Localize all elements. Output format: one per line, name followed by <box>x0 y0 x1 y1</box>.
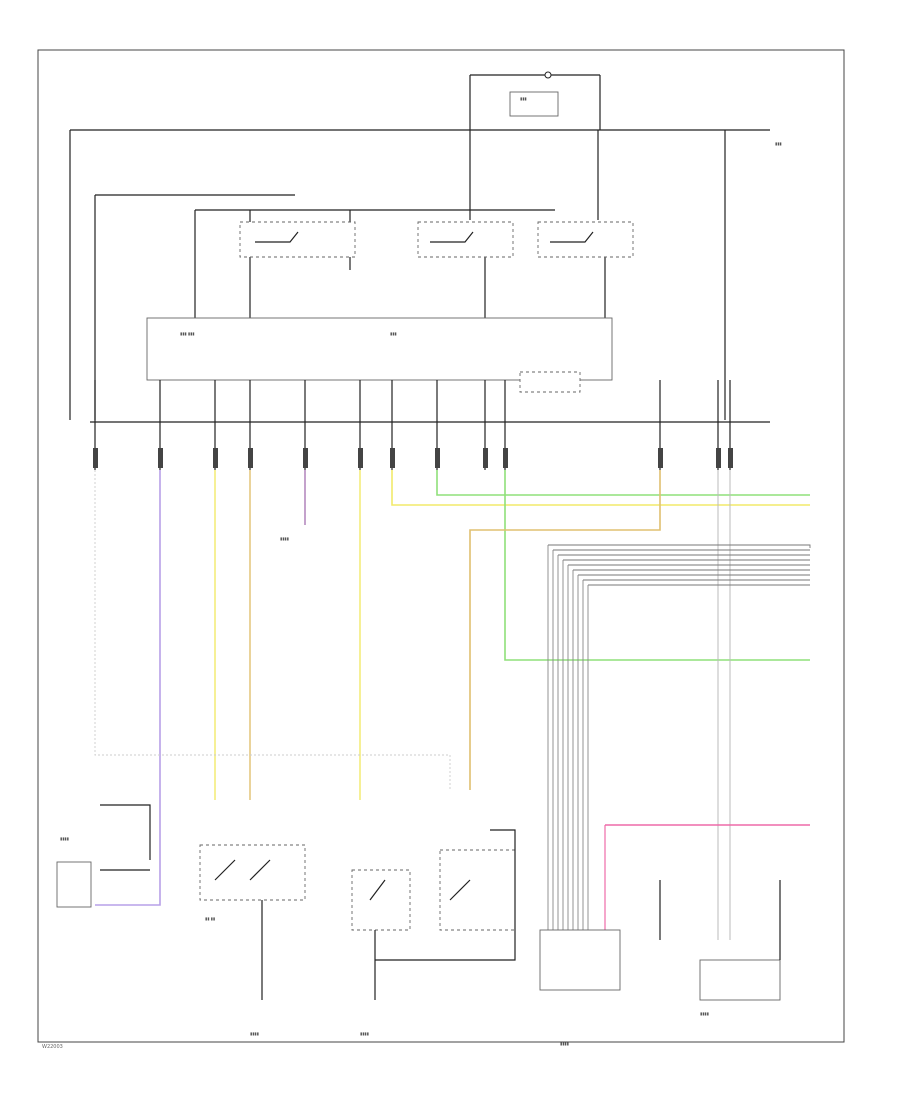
tiny-labels: ▮▮▮ ▮▮▮ ▮▮▮ ▮▮▮ ▮▮▮ ▮▮▮▮ ▮▮▮▮ ▮▮ ▮▮ ▮▮▮▮… <box>60 96 782 1046</box>
svg-text:▮▮▮: ▮▮▮ <box>520 96 527 101</box>
sensor-bottom-left <box>56 861 92 908</box>
svg-text:▮▮▮: ▮▮▮ <box>775 141 782 146</box>
svg-text:▮▮▮▮: ▮▮▮▮ <box>360 1031 369 1036</box>
svg-text:▮▮▮▮: ▮▮▮▮ <box>250 1031 259 1036</box>
svg-text:▮▮ ▮▮: ▮▮ ▮▮ <box>205 916 215 921</box>
diagram-frame <box>37 49 845 1043</box>
relay-switch-group <box>239 221 634 258</box>
central-control-module <box>146 317 613 381</box>
door-switch-pair <box>199 844 306 901</box>
diagram-ref-code: W22003 <box>42 1044 63 1050</box>
module-sub-block <box>519 371 581 393</box>
center-switch <box>351 869 411 931</box>
svg-text:▮▮▮: ▮▮▮ <box>390 331 397 336</box>
rear-switch <box>439 849 516 931</box>
svg-text:▮▮▮▮: ▮▮▮▮ <box>560 1041 569 1046</box>
lower-components <box>56 804 781 1001</box>
bottom-right-control-box <box>699 959 781 1001</box>
svg-text:▮▮▮▮: ▮▮▮▮ <box>60 836 69 841</box>
svg-text:▮▮▮▮: ▮▮▮▮ <box>280 536 289 541</box>
svg-text:▮▮▮▮: ▮▮▮▮ <box>700 1011 709 1016</box>
bottom-center-connector <box>539 929 621 991</box>
svg-text:▮▮▮ ▮▮▮: ▮▮▮ ▮▮▮ <box>180 331 194 336</box>
relay-switch-3 <box>537 221 634 258</box>
coloured-wire-runs <box>94 470 811 940</box>
relay-switch-1 <box>239 221 356 258</box>
connector-row <box>90 380 770 470</box>
relay-switch-2 <box>417 221 514 258</box>
